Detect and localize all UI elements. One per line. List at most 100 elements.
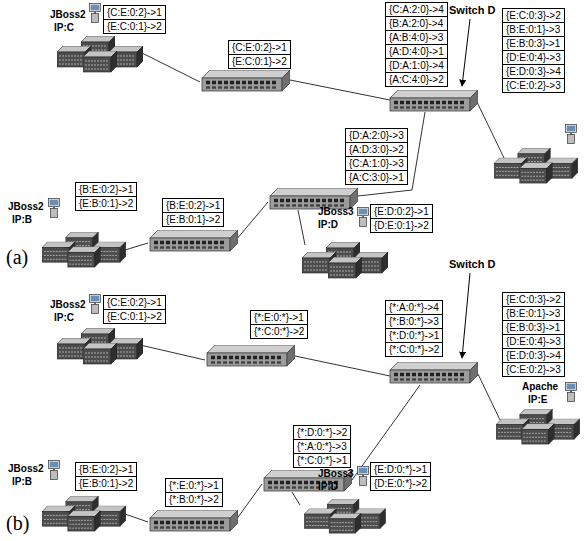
server-label: IP:E — [528, 393, 547, 406]
flow-rule: {C:E:0:2}->3 — [502, 78, 565, 93]
flow-table: {C:A:2:0}->4{B:A:2:0}->4{A:B:4:0}->3{A:D… — [385, 2, 448, 87]
flow-table: {B:E:0:2}->1{E:B:0:1}->2 — [75, 462, 137, 491]
network-switch — [270, 188, 358, 209]
network-switch — [390, 90, 478, 111]
flow-rule: {E:C:0:1}->2 — [228, 54, 291, 69]
flow-rule: {*:C:0:*}->1 — [293, 453, 351, 468]
flow-rule: {B:E:0:1}->3 — [502, 22, 565, 37]
flow-rule: {*:D:0:*}->2 — [293, 425, 351, 440]
server-console — [90, 4, 101, 23]
flow-rule: {E:B:0:1}->2 — [75, 196, 137, 211]
flow-rule: {D:E:0:4}->3 — [502, 334, 565, 349]
flow-table: {*:E:0:*}->1{*:C:0:*}->2 — [250, 310, 308, 339]
server-label: IP:B — [12, 475, 32, 488]
flow-rule: {D:A:2:0}->3 — [345, 128, 408, 143]
flow-rule: {D:E:0:*}->2 — [370, 476, 431, 491]
flow-rule: {C:E:0:2}->1 — [228, 40, 291, 55]
flow-rule: {E:B:0:1}->2 — [162, 212, 224, 227]
flow-rule: {A:D:4:0}->1 — [385, 44, 448, 59]
network-wire — [140, 345, 205, 360]
server-rack — [57, 36, 143, 72]
flow-rule: {E:C:0:3}->2 — [502, 8, 565, 23]
panel-label: (b) — [6, 512, 29, 534]
flow-rule: {*:C:0:*}->2 — [250, 324, 308, 339]
flow-table: {C:E:0:2}->1{E:C:0:1}->2 — [103, 5, 166, 34]
flow-rule: {E:D:0:3}->4 — [502, 64, 565, 79]
server-label: JBoss3 — [318, 205, 354, 218]
flow-rule: {C:E:0:2}->3 — [502, 362, 565, 377]
flow-rule: {E:D:0:2}->1 — [370, 204, 433, 219]
flow-rule: {*:A:0:*}->4 — [385, 300, 443, 315]
flow-table: {C:E:0:2}->1{E:C:0:1}->2 — [103, 295, 166, 324]
network-wire — [298, 210, 305, 245]
network-switch — [390, 362, 478, 383]
flow-rule: {*:E:0:*}->1 — [165, 478, 223, 493]
network-wire — [140, 52, 200, 82]
flow-table: {*:E:0:*}->1{*:B:0:*}->2 — [165, 478, 223, 507]
flow-table: {B:E:0:2}->1{E:B:0:1}->2 — [75, 182, 137, 211]
server-rack — [57, 328, 143, 364]
flow-rule: {*:B:0:*}->3 — [385, 314, 443, 329]
flow-table: {E:C:0:3}->2{B:E:0:1}->3{E:B:0:3}->1{D:E… — [502, 292, 565, 377]
flow-rule: {E:B:0:1}->2 — [75, 476, 137, 491]
server-label: IP:B — [12, 213, 32, 226]
switch-label: Switch D — [449, 258, 495, 271]
flow-table: {E:D:0:*}->1{D:E:0:*}->2 — [370, 462, 431, 491]
panel-label: (a) — [6, 246, 28, 268]
network-switch — [150, 230, 238, 251]
server-console — [566, 383, 577, 402]
server-label: JBoss2 — [50, 298, 86, 311]
network-wire — [236, 202, 268, 240]
server-console — [49, 461, 60, 480]
flow-table: {D:A:2:0}->3{A:D:3:0}->2{C:A:1:0}->3{A:C… — [345, 128, 408, 185]
network-switch — [202, 70, 290, 91]
server-console — [358, 467, 369, 486]
flow-table: {*:A:0:*}->4{*:B:0:*}->3{*:D:0:*}->1{*:C… — [385, 300, 443, 357]
flow-rule: {A:B:4:0}->3 — [385, 30, 448, 45]
server-rack — [304, 499, 386, 533]
network-wire — [295, 356, 390, 376]
network-wire — [292, 492, 300, 505]
flow-rule: {*:A:0:*}->3 — [293, 439, 351, 454]
flow-rule: {C:A:1:0}->3 — [345, 156, 408, 171]
flow-rule: {A:D:3:0}->2 — [345, 142, 408, 157]
server-label: IP:C — [54, 21, 74, 34]
flow-rule: {B:E:0:2}->1 — [162, 198, 224, 213]
flow-rule: {B:E:0:1}->3 — [502, 306, 565, 321]
flow-rule: {A:C:3:0}->1 — [345, 170, 408, 185]
flow-rule: {*:E:0:*}->1 — [250, 310, 308, 325]
switch-label: Switch D — [449, 4, 495, 17]
server-console — [358, 208, 369, 227]
network-switch — [207, 345, 295, 366]
flow-table: {E:D:0:2}->1{D:E:0:1}->2 — [370, 204, 433, 233]
network-wire — [476, 100, 505, 160]
network-wire — [478, 374, 500, 420]
flow-rule: {*:B:0:*}->2 — [165, 492, 223, 507]
flow-rule: {A:C:4:0}->2 — [385, 72, 448, 87]
flow-rule: {E:D:0:3}->4 — [502, 348, 565, 363]
flow-table: {E:C:0:3}->2{B:E:0:1}->3{E:B:0:3}->1{D:E… — [502, 8, 565, 93]
flow-rule: {E:C:0:3}->2 — [502, 292, 565, 307]
flow-table: {C:E:0:2}->1{E:C:0:1}->2 — [228, 40, 291, 69]
server-label: JBoss3 — [318, 467, 354, 480]
server-console — [566, 125, 577, 144]
server-label: JBoss2 — [50, 8, 86, 21]
flow-rule: {D:E:0:4}->3 — [502, 50, 565, 65]
flow-rule: {B:E:0:2}->1 — [75, 182, 137, 197]
flow-rule: {*:C:0:*}->2 — [385, 342, 443, 357]
flow-rule: {E:B:0:3}->1 — [502, 320, 565, 335]
pointer-arrow — [462, 19, 470, 86]
flow-rule: {D:A:1:0}->4 — [385, 58, 448, 73]
flow-table: {*:D:0:*}->2{*:A:0:*}->3{*:C:0:*}->1 — [293, 425, 351, 468]
server-label: JBoss2 — [8, 200, 44, 213]
server-rack — [494, 148, 578, 183]
server-console — [90, 295, 101, 314]
flow-rule: {C:E:0:2}->1 — [103, 5, 166, 20]
network-wire — [125, 514, 148, 522]
flow-rule: {C:E:0:2}->1 — [103, 295, 166, 310]
flow-rule: {D:E:0:1}->2 — [370, 218, 433, 233]
server-console — [49, 199, 60, 218]
server-rack — [42, 232, 126, 267]
flow-rule: {*:D:0:*}->1 — [385, 328, 443, 343]
